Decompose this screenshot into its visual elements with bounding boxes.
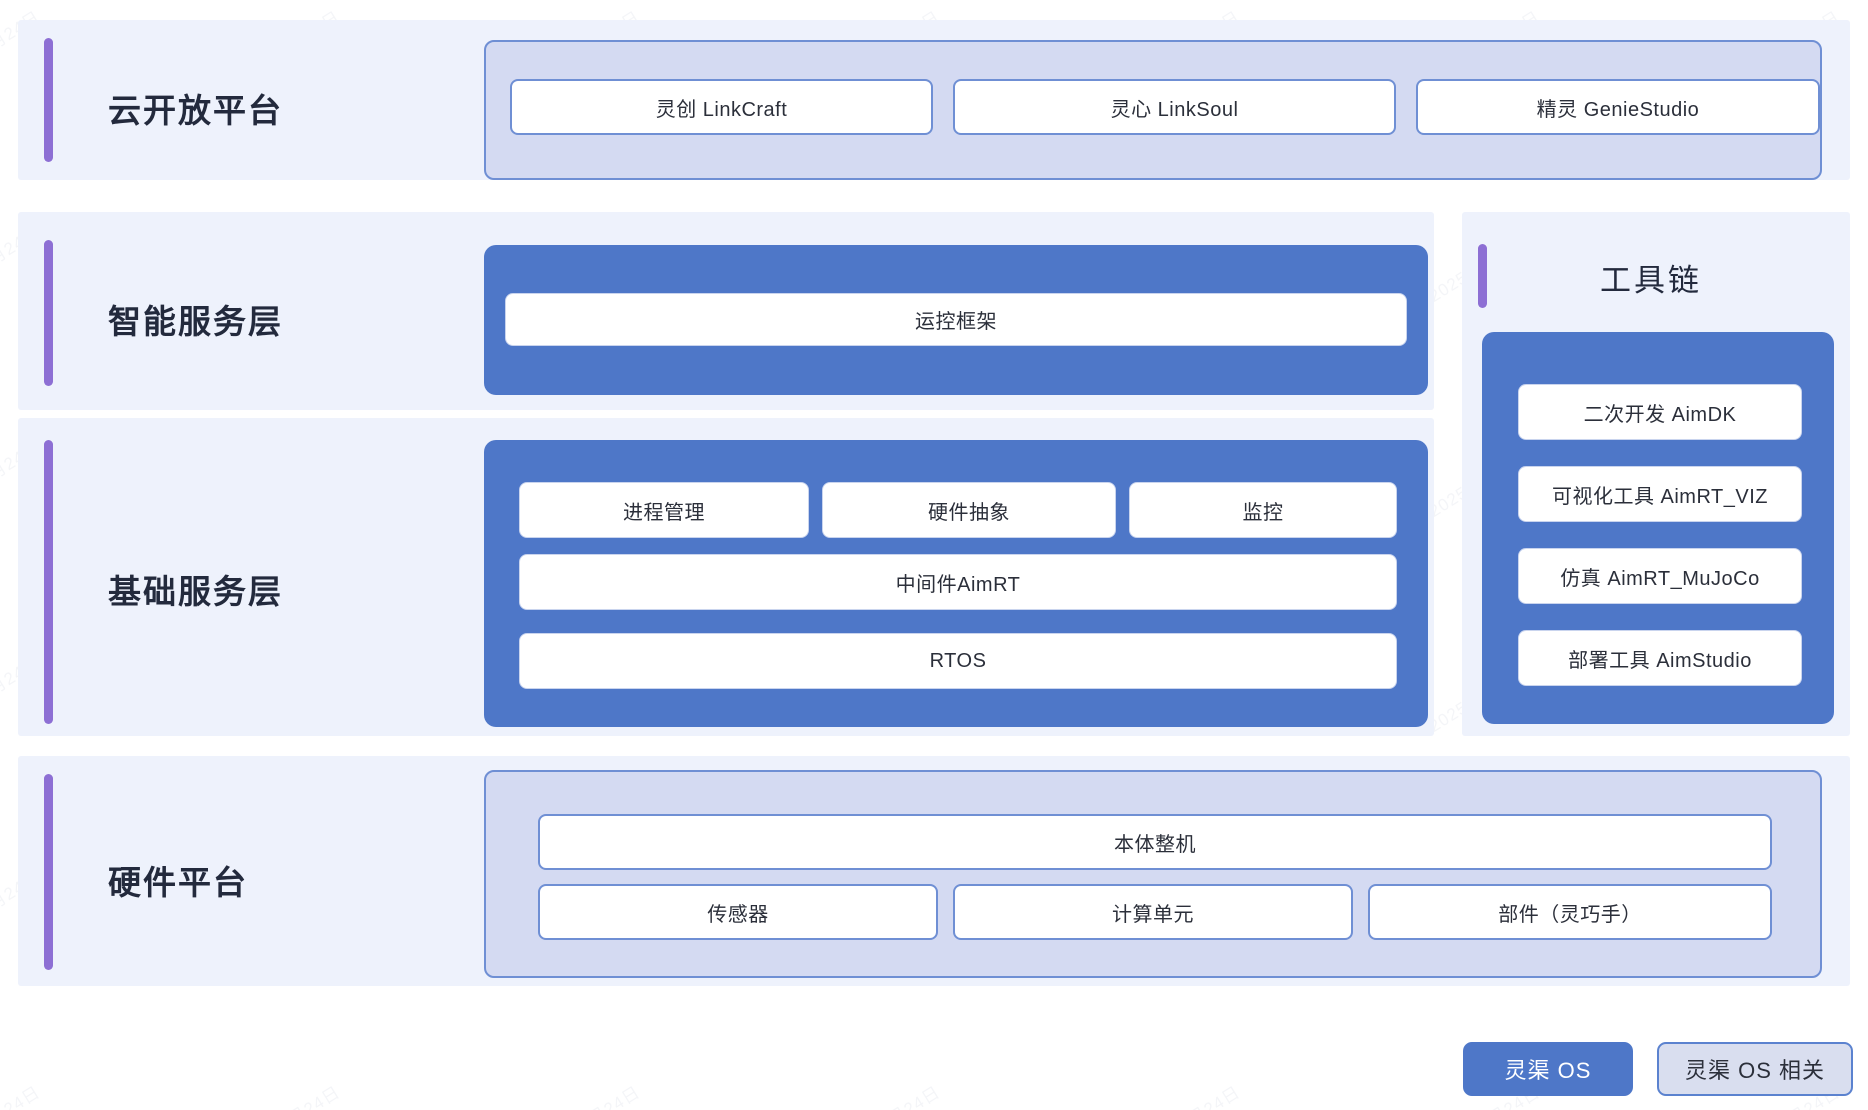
group-toolchain: 二次开发 AimDK 可视化工具 AimRT_VIZ 仿真 AimRT_MuJo… <box>1482 332 1834 724</box>
group-intelligent-service: 运控框架 <box>484 245 1428 395</box>
accent-bar-basic-service <box>44 440 53 724</box>
platform-box-geniestudio[interactable]: 精灵 GenieStudio <box>1416 79 1820 135</box>
toolchain-box-aimstudio[interactable]: 部署工具 AimStudio <box>1518 630 1802 686</box>
basic-box-hardware-abstraction[interactable]: 硬件抽象 <box>822 482 1116 538</box>
layer-label-basic-service: 基础服务层 <box>108 573 283 610</box>
toolchain-box-aimdk[interactable]: 二次开发 AimDK <box>1518 384 1802 440</box>
legend-chip-lingqu-os[interactable]: 灵渠 OS <box>1463 1042 1633 1096</box>
platform-box-linksoul[interactable]: 灵心 LinkSoul <box>953 79 1396 135</box>
group-cloud-open-platform: 灵创 LinkCraft 灵心 LinkSoul 精灵 GenieStudio <box>484 40 1822 180</box>
basic-box-rtos[interactable]: RTOS <box>519 633 1397 689</box>
hardware-box-compute-unit[interactable]: 计算单元 <box>953 884 1353 940</box>
basic-box-process-management[interactable]: 进程管理 <box>519 482 809 538</box>
layer-label-intelligent-service: 智能服务层 <box>108 303 283 340</box>
toolchain-box-aimrt-mujoco[interactable]: 仿真 AimRT_MuJoCo <box>1518 548 1802 604</box>
service-box-motion-control-framework[interactable]: 运控框架 <box>505 293 1407 346</box>
toolchain-title: 工具链 <box>1600 263 1702 298</box>
hardware-box-sensor[interactable]: 传感器 <box>538 884 938 940</box>
basic-box-middleware-aimrt[interactable]: 中间件AimRT <box>519 554 1397 610</box>
legend-chip-lingqu-os-related[interactable]: 灵渠 OS 相关 <box>1657 1042 1853 1096</box>
accent-bar-intelligent-service <box>44 240 53 386</box>
hardware-box-whole-machine[interactable]: 本体整机 <box>538 814 1772 870</box>
platform-box-linkcraft[interactable]: 灵创 LinkCraft <box>510 79 933 135</box>
layer-label-hardware-platform: 硬件平台 <box>108 864 248 901</box>
toolchain-box-aimrt-viz[interactable]: 可视化工具 AimRT_VIZ <box>1518 466 1802 522</box>
group-hardware-platform: 本体整机 传感器 计算单元 部件（灵巧手） <box>484 770 1822 978</box>
accent-bar-cloud-open-platform <box>44 38 53 162</box>
accent-bar-hardware-platform <box>44 774 53 970</box>
layer-label-cloud-open-platform: 云开放平台 <box>108 92 283 129</box>
basic-box-monitoring[interactable]: 监控 <box>1129 482 1397 538</box>
hardware-box-dexterous-hand[interactable]: 部件（灵巧手） <box>1368 884 1772 940</box>
accent-bar-toolchain <box>1478 244 1487 308</box>
group-basic-service: 进程管理 硬件抽象 监控 中间件AimRT RTOS <box>484 440 1428 727</box>
